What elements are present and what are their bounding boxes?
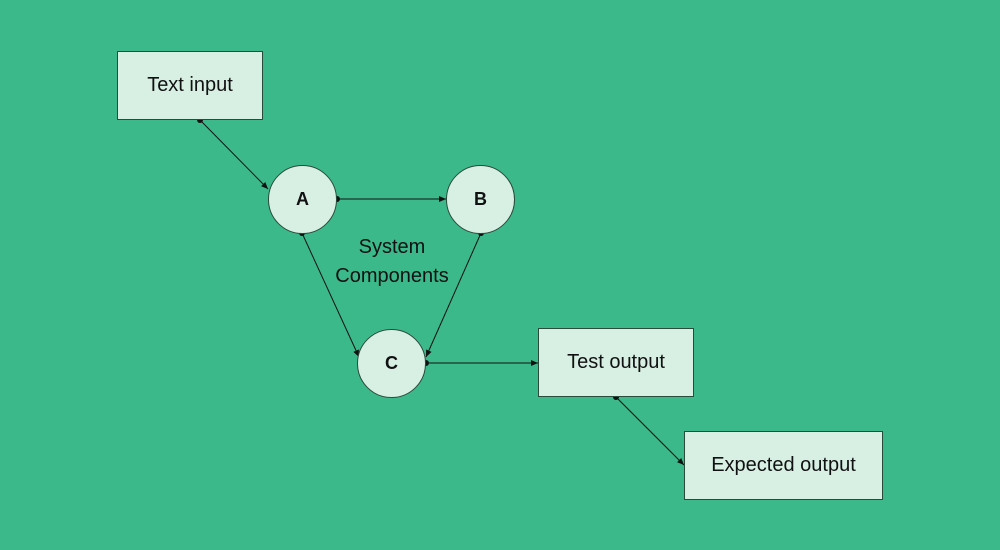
expected-output-label: Expected output [711, 454, 856, 476]
node-a: A [268, 165, 337, 234]
system-components-label: System Components [312, 233, 472, 291]
node-b-label: B [474, 189, 487, 209]
group-label-line1: System [358, 236, 426, 258]
edge-testoutput-to-expected [615, 396, 685, 466]
edge-a-to-c [301, 232, 360, 358]
test-output-label: Test output [567, 351, 665, 373]
text-input-box: Text input [117, 51, 263, 120]
group-label-line2: Components [335, 265, 449, 287]
test-output-box: Test output [538, 328, 694, 397]
edge-textinput-to-a [199, 119, 269, 190]
node-a-label: A [296, 189, 309, 209]
expected-output-box: Expected output [684, 431, 883, 500]
node-c: C [357, 329, 426, 398]
node-b: B [446, 165, 515, 234]
edge-b-to-c [425, 232, 482, 358]
text-input-label: Text input [147, 74, 233, 96]
node-c-label: C [385, 353, 398, 373]
